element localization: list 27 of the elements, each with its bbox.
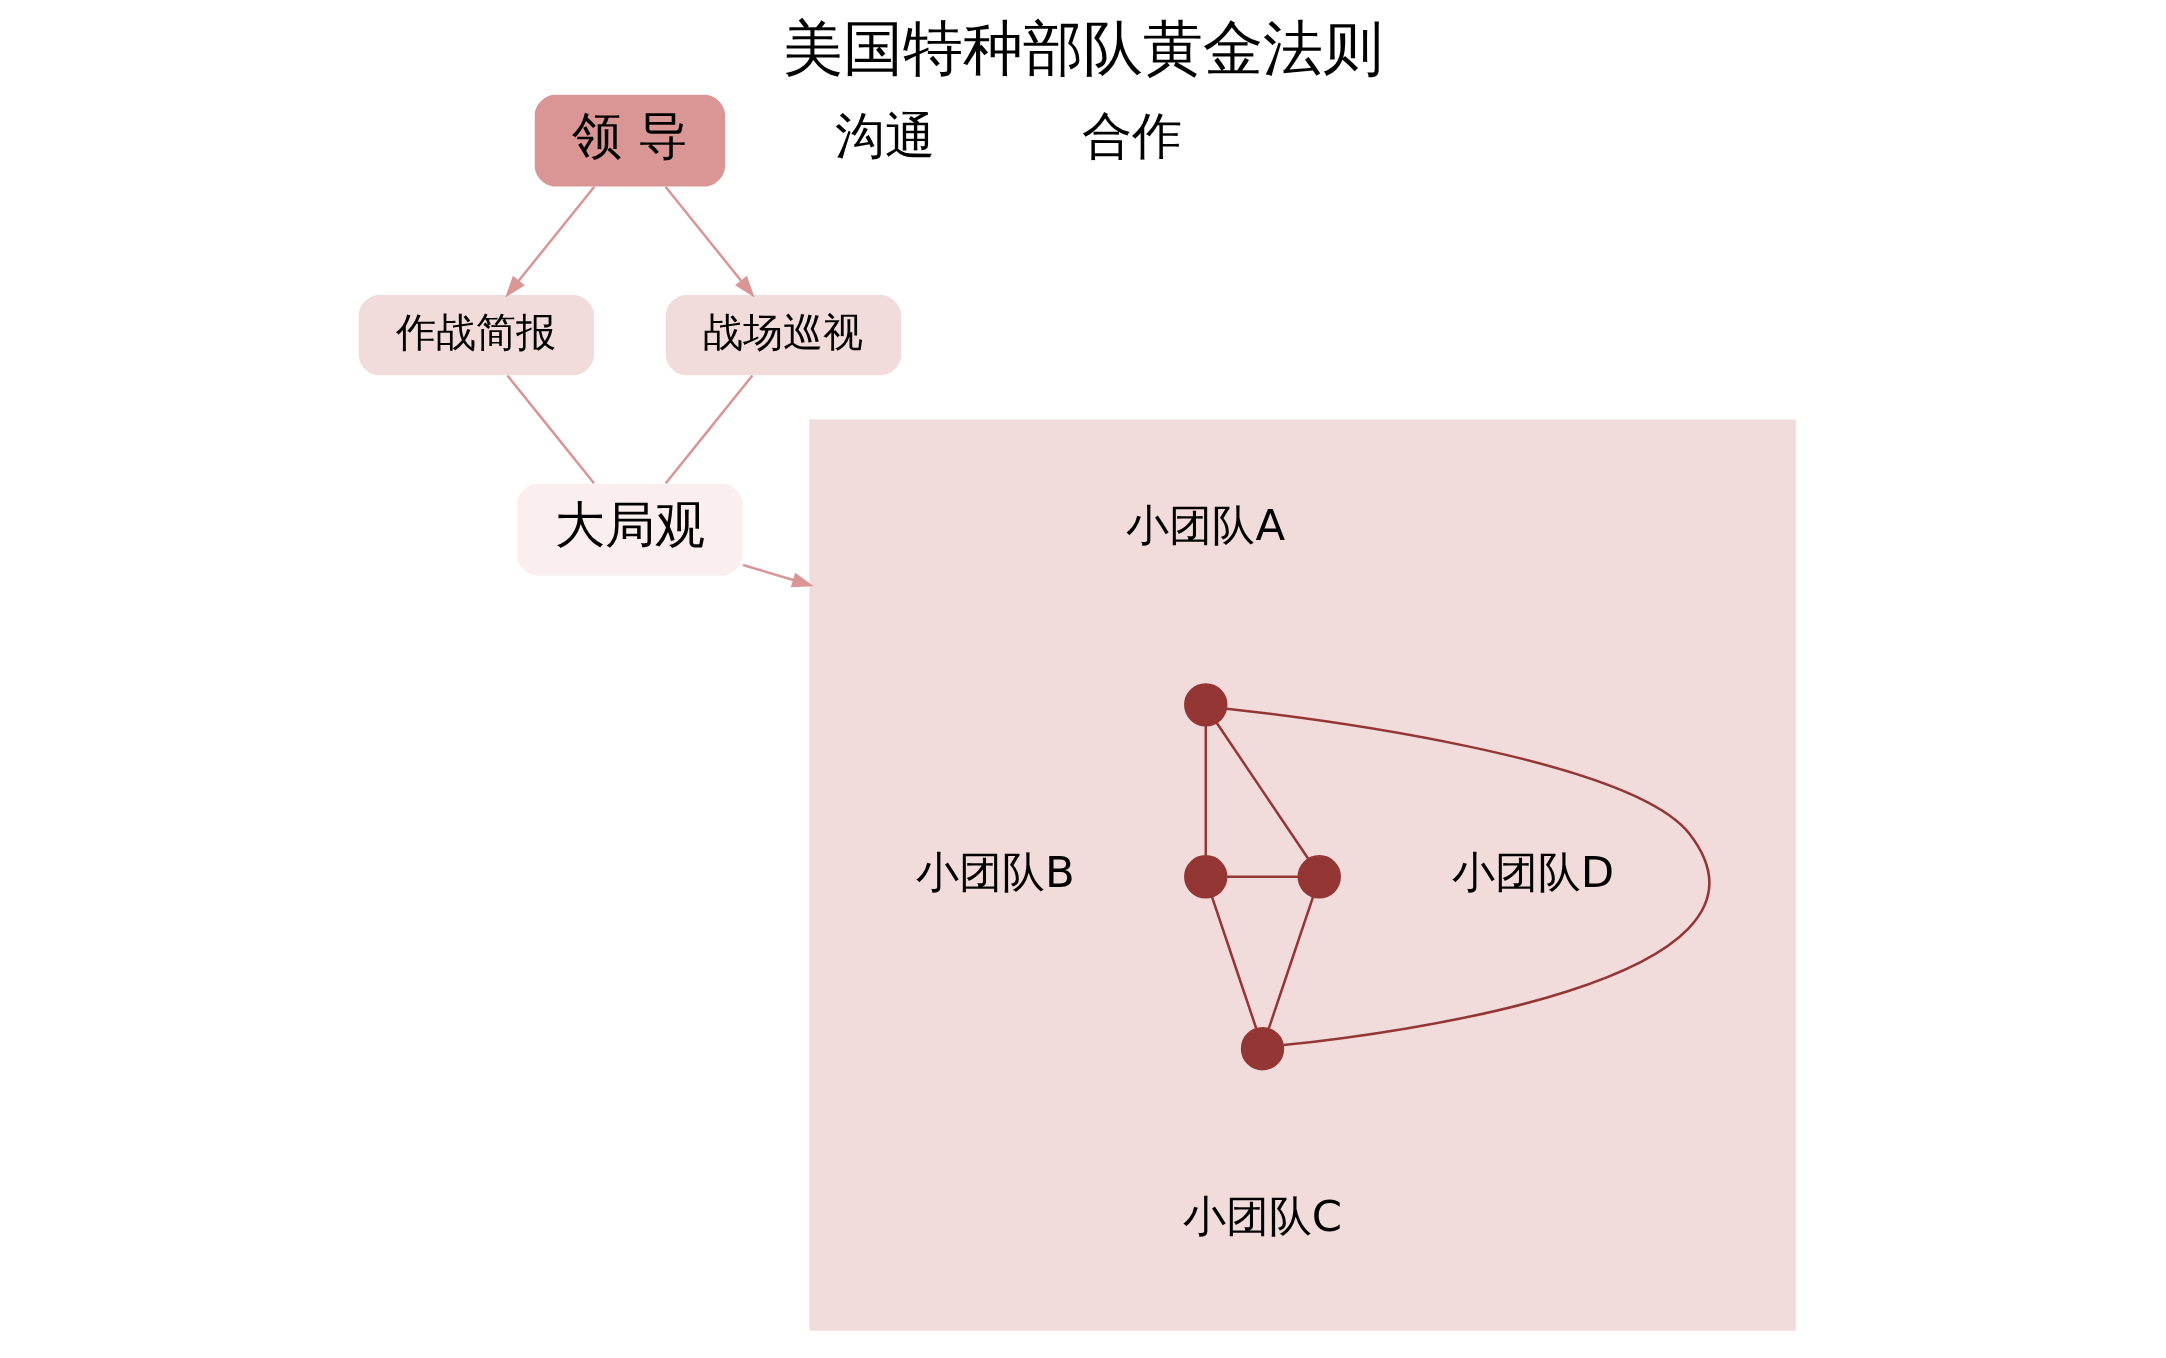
label: 沟通 <box>834 107 935 166</box>
connector <box>664 374 753 485</box>
connector <box>505 374 595 485</box>
node-label: 小团队B <box>915 847 1075 898</box>
node-box: 战场巡视 <box>665 295 901 376</box>
arrow <box>664 185 755 298</box>
node-circle <box>1297 855 1341 899</box>
node-circle <box>1240 1027 1284 1071</box>
connector <box>1267 896 1314 1029</box>
diagram-title: 美国特种部队黄金法则 <box>783 13 1383 84</box>
connector <box>1215 722 1309 860</box>
connector <box>1225 707 1709 1047</box>
arrow <box>504 185 595 298</box>
arrow <box>742 563 814 588</box>
node-box: 作战简报 <box>358 295 594 376</box>
node-label: 小团队C <box>1182 1191 1342 1242</box>
connector <box>1210 896 1257 1029</box>
node-box: 领 导 <box>534 94 725 187</box>
cluster <box>808 419 1796 1331</box>
node-circle <box>1183 683 1227 727</box>
node-label: 小团队A <box>1125 500 1285 551</box>
node-label: 小团队D <box>1451 847 1614 898</box>
connector <box>1226 875 1298 879</box>
node-box: 大局观 <box>516 483 743 576</box>
label: 合作 <box>1081 107 1182 166</box>
connector <box>1204 725 1207 856</box>
node-circle <box>1183 855 1227 899</box>
